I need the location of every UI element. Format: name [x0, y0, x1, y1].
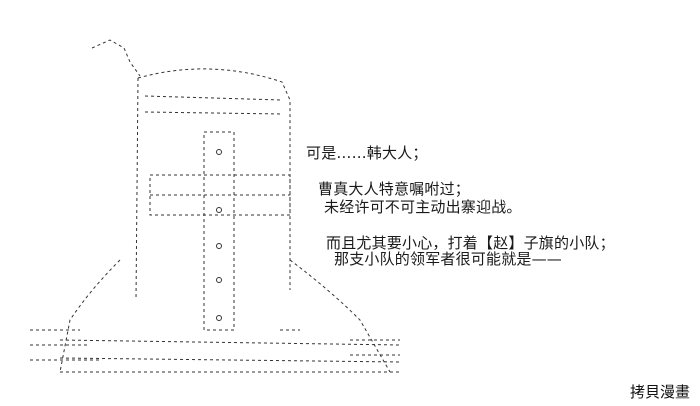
- helmet-left-edge: [135, 77, 139, 301]
- dialogue-line-1: 可是……韩大人；: [306, 144, 428, 162]
- dialogue-line-2: 曹真大人特意嘱咐过；: [318, 180, 471, 198]
- helmet-plume: [91, 39, 141, 77]
- dialogue-line-3: 未经许可不可主动出寨迎战。: [324, 198, 522, 216]
- left-shoulder: [59, 259, 121, 373]
- watermark-logo: 拷貝漫畫: [629, 383, 690, 401]
- dialogue-line-4: 而且尤其要小心，打着【赵】子旗的小队；: [326, 234, 615, 252]
- dialogue-line-5: 那支小队的领军者很可能就是——: [334, 250, 563, 268]
- helmet-right-edge: [137, 68, 291, 290]
- right-shoulder: [289, 259, 391, 373]
- breathing-strip: [203, 131, 235, 331]
